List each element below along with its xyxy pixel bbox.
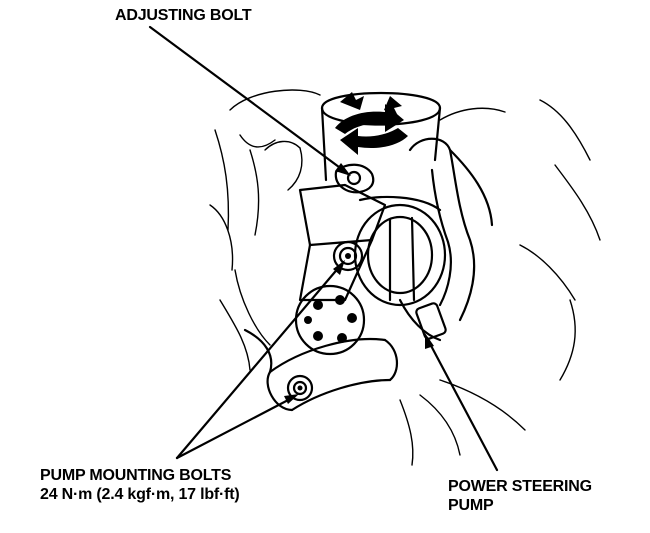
engine-background [209,89,601,466]
callout-adjusting-bolt [148,25,351,176]
torque-spec: 24 N·m (2.4 kgf·m, 17 lbf·ft) [40,486,240,503]
hose [408,137,494,322]
pump-mounting-bolts-title: PUMP MOUNTING BOLTS [40,467,232,484]
pump-mounting-bolts-label: PUMP MOUNTING BOLTS 24 N·m (2.4 kgf·m, 1… [40,466,240,504]
callout-upper-bolt [175,260,345,460]
adjusting-bolt-label: ADJUSTING BOLT [115,7,252,24]
pulley [294,284,366,356]
lower-mounting-bolt [286,374,314,402]
power-steering-line1: POWER STEERING [448,478,592,495]
callout-power-steering-pump [425,333,499,472]
upper-mounting-bolt [332,240,364,272]
belt [243,328,398,412]
power-steering-pump-label: POWER STEERING PUMP [448,477,592,515]
power-steering-line2: PUMP [448,497,494,514]
adjusting-bracket [298,163,387,302]
callout-lower-bolt [175,394,299,460]
reservoir-cap [320,91,442,182]
rotation-arrow-icon [335,92,408,155]
power-steering-pump [353,195,447,342]
